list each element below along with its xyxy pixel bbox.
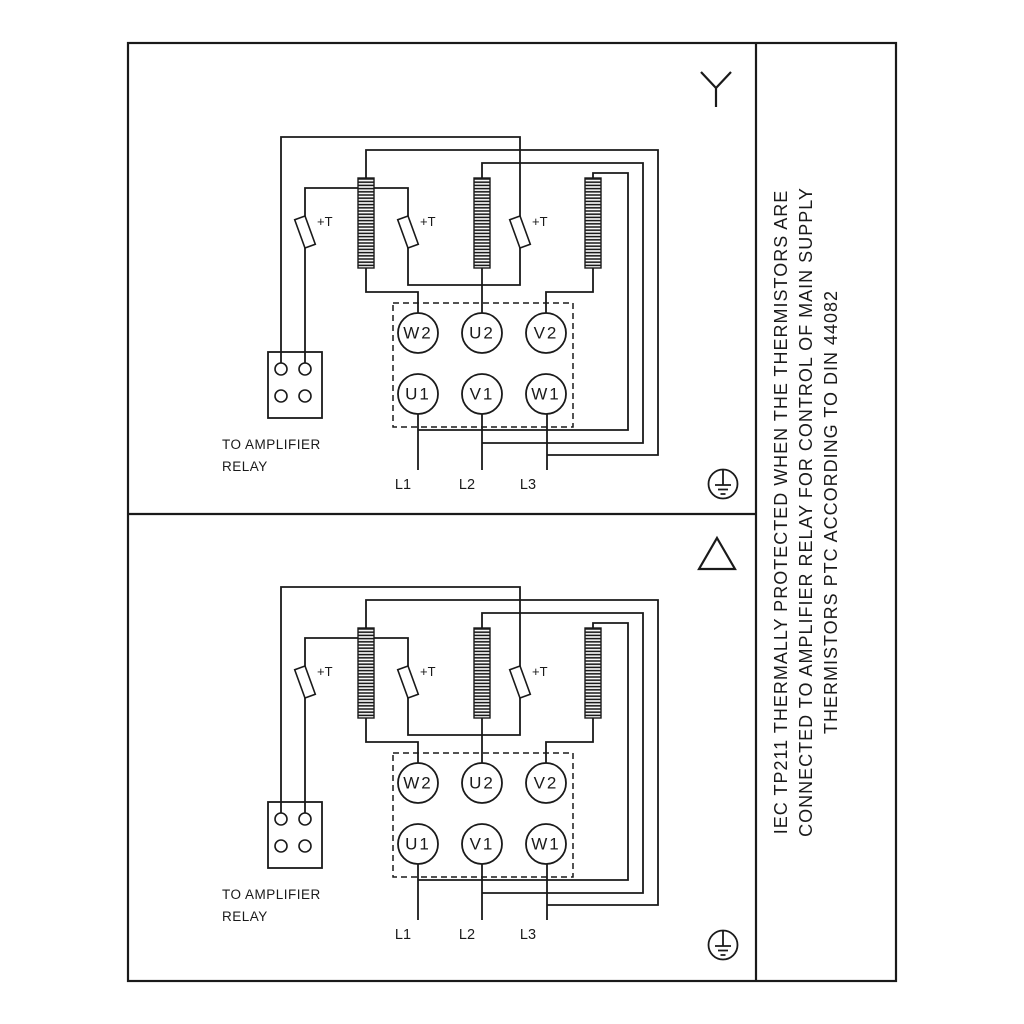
side-note-line1: IEC TP211 THERMALLY PROTECTED WHEN THE T… — [771, 190, 791, 834]
star-panel-circuit — [221, 136, 659, 494]
side-note-line2: CONNECTED TO AMPLIFIER RELAY FOR CONTROL… — [796, 187, 816, 837]
diagram-border — [126, 41, 898, 983]
delta-panel-circuit — [221, 586, 659, 944]
delta-connection-icon — [697, 535, 737, 571]
side-note-line3: THERMISTORS PTC ACCORDING TO DIN 44082 — [821, 290, 841, 734]
ground-icon-top — [707, 468, 739, 500]
star-connection-icon — [700, 71, 732, 107]
side-note: IEC TP211 THERMALLY PROTECTED WHEN THE T… — [771, 187, 841, 837]
ground-icon-bottom — [707, 929, 739, 961]
